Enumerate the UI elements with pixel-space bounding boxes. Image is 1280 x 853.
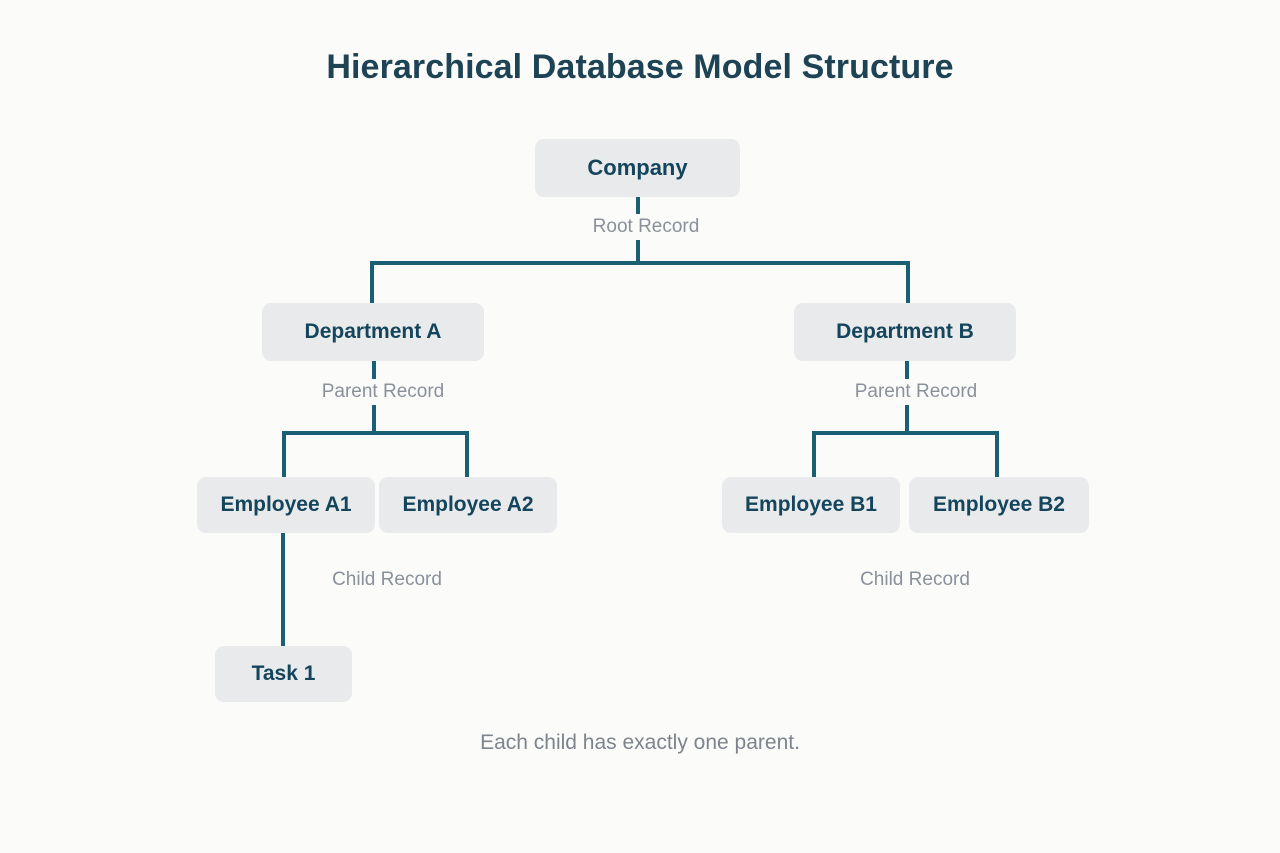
connector-department-b-drop — [906, 261, 910, 307]
connector-task-1-stem — [281, 533, 285, 649]
edge-label-root-record: Root Record — [556, 214, 736, 240]
connector-department-a-drop — [370, 261, 374, 307]
node-task-1-label: Task 1 — [251, 662, 316, 685]
node-employee-a1[interactable]: Employee A1 — [197, 477, 375, 533]
node-task-1[interactable]: Task 1 — [215, 646, 352, 702]
edge-label-parent-record-a: Parent Record — [293, 379, 473, 405]
node-employee-b2[interactable]: Employee B2 — [909, 477, 1089, 533]
node-employee-a2-label: Employee A2 — [402, 493, 534, 516]
node-company-label: Company — [587, 155, 688, 180]
connector-level1-bus — [370, 261, 910, 265]
node-employee-b2-label: Employee B2 — [933, 493, 1065, 516]
edge-label-parent-record-b: Parent Record — [826, 379, 1006, 405]
connector-employee-a1-drop — [282, 431, 286, 479]
connector-employee-a-bus — [282, 431, 469, 435]
node-department-a-label: Department A — [304, 320, 442, 343]
connector-employee-b-bus — [812, 431, 999, 435]
connector-employee-b2-drop — [995, 431, 999, 479]
connector-employee-a2-drop — [465, 431, 469, 479]
node-employee-b1[interactable]: Employee B1 — [722, 477, 900, 533]
node-department-b[interactable]: Department B — [794, 303, 1016, 361]
edge-label-child-record-a: Child Record — [297, 567, 477, 593]
diagram-footnote: Each child has exactly one parent. — [480, 731, 800, 754]
page-title: Hierarchical Database Model Structure — [326, 48, 954, 86]
node-employee-a2[interactable]: Employee A2 — [379, 477, 557, 533]
node-employee-a1-label: Employee A1 — [220, 493, 352, 516]
node-employee-b1-label: Employee B1 — [745, 493, 877, 516]
edge-label-child-record-b: Child Record — [825, 567, 1005, 593]
node-department-a[interactable]: Department A — [262, 303, 484, 361]
node-department-b-label: Department B — [836, 320, 974, 343]
node-company[interactable]: Company — [535, 139, 740, 197]
connector-employee-b1-drop — [812, 431, 816, 479]
